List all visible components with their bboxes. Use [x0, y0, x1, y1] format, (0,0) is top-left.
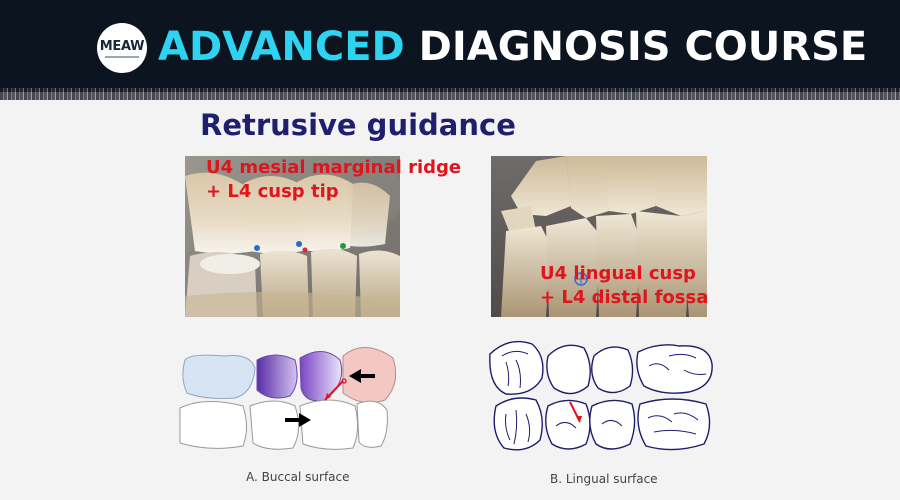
- buccal-caption: A. Buccal surface: [246, 470, 350, 484]
- course-title: ADVANCED DIAGNOSIS COURSE: [158, 22, 867, 72]
- header-divider: [0, 88, 900, 100]
- course-title-rest: DIAGNOSIS COURSE: [418, 24, 868, 70]
- slide-title: Retrusive guidance: [200, 108, 516, 142]
- lingual-teeth-photo: [491, 156, 707, 317]
- lingual-label-line1: U4 lingual cusp: [540, 263, 696, 284]
- lingual-caption: B. Lingual surface: [550, 472, 658, 486]
- logo-underline: [105, 55, 139, 58]
- course-title-accent: ADVANCED: [158, 24, 405, 70]
- lingual-surface-diagram: [484, 336, 716, 460]
- buccal-label-line1: U4 mesial marginal ridge: [206, 157, 462, 178]
- lingual-label-line2: + L4 distal fossa: [540, 287, 709, 308]
- buccal-contact-label: U4 mesial marginal ridge + L4 cusp tip: [206, 156, 461, 204]
- logo-text: MEAW: [99, 38, 145, 54]
- meaw-logo: MEAW: [97, 23, 147, 73]
- lingual-contact-label: U4 lingual cusp + L4 distal fossa: [540, 262, 708, 310]
- course-header: [0, 0, 900, 92]
- buccal-label-line2: + L4 cusp tip: [206, 181, 339, 202]
- buccal-surface-diagram: [175, 338, 405, 458]
- buccal-teeth-photo: [185, 156, 400, 317]
